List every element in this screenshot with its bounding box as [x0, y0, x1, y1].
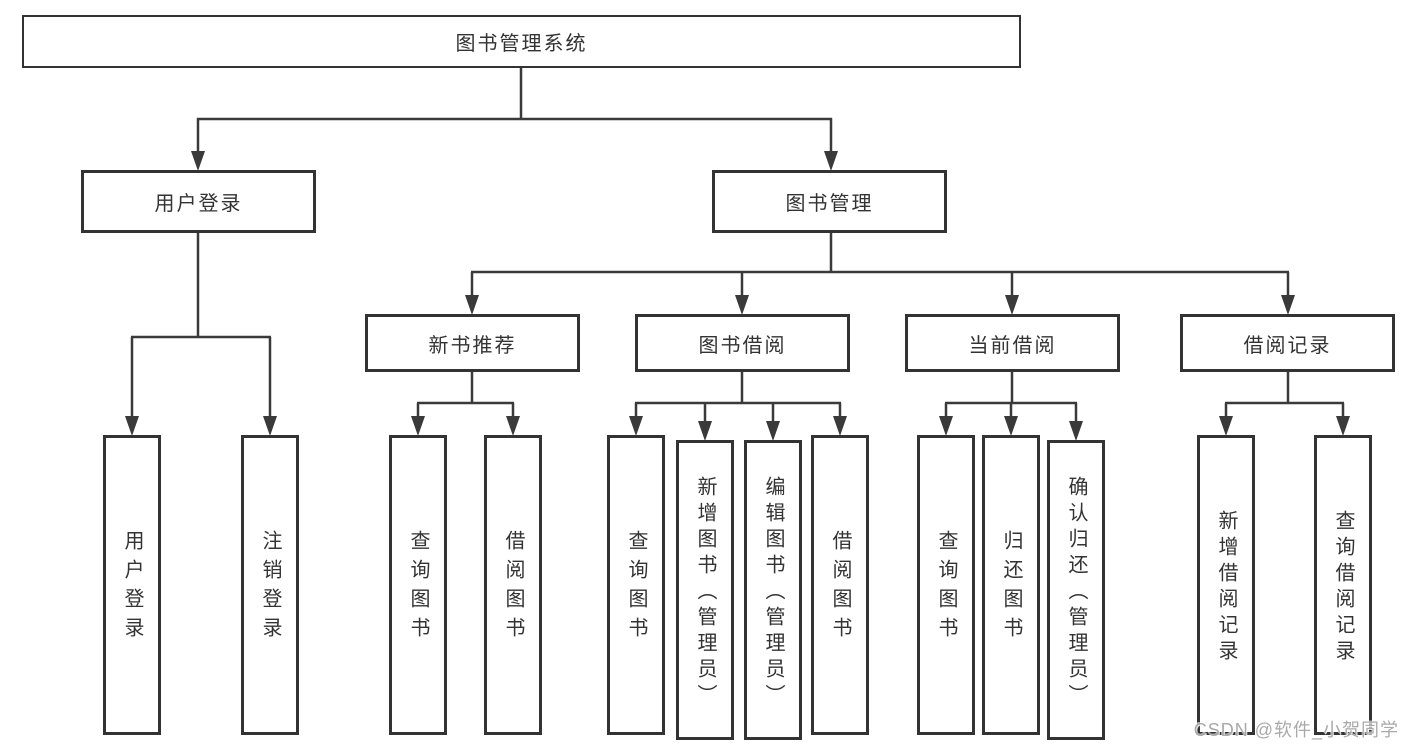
- arrow-head-icon: [1069, 421, 1083, 441]
- leaf-borrow-books-1: 借阅图书: [484, 435, 542, 735]
- leaf-add-borrow-record: 新增借阅记录: [1197, 435, 1255, 735]
- arrow-head-icon: [263, 416, 277, 436]
- node-current-borrow: 当前借阅: [905, 314, 1120, 372]
- leaf-edit-books-admin: 编辑图书（管理员）: [744, 440, 802, 740]
- leaf-borrow-books-2: 借阅图书: [811, 435, 869, 735]
- node-new-book-recommend: 新书推荐: [365, 314, 580, 372]
- csdn-watermark: CSDN @软件_小贺同学: [1193, 720, 1399, 740]
- arrow-head-icon: [698, 421, 712, 441]
- arrow-head-icon: [1219, 416, 1233, 436]
- arrow-head-icon: [1005, 295, 1019, 315]
- connector-lines: [130, 68, 1345, 426]
- leaf-logout: 注销登录: [241, 435, 299, 735]
- arrow-head-icon: [191, 151, 205, 171]
- node-book-borrow: 图书借阅: [635, 314, 850, 372]
- arrow-head-icon: [735, 295, 749, 315]
- arrow-head-icon: [506, 416, 520, 436]
- arrow-head-icon: [411, 416, 425, 436]
- arrow-head-icon: [465, 295, 479, 315]
- leaf-return-books: 归还图书: [982, 435, 1040, 735]
- node-system-root: 图书管理系统: [22, 15, 1021, 68]
- leaf-confirm-return-admin: 确认归还（管理员）: [1047, 440, 1105, 740]
- arrow-head-icon: [1336, 416, 1350, 436]
- arrow-head-icon: [1281, 295, 1295, 315]
- arrow-head-icon: [629, 416, 643, 436]
- leaf-user-login: 用户登录: [103, 435, 161, 735]
- arrow-head-icon: [833, 416, 847, 436]
- leaf-query-books-1: 查询图书: [389, 435, 447, 735]
- arrow-head-icon: [766, 421, 780, 441]
- node-user-login: 用户登录: [81, 170, 316, 233]
- leaf-add-books-admin: 新增图书（管理员）: [676, 440, 734, 740]
- node-borrow-records: 借阅记录: [1180, 314, 1395, 372]
- arrow-head-icon: [125, 416, 139, 436]
- node-book-management: 图书管理: [712, 170, 947, 233]
- arrow-head-icon: [1004, 416, 1018, 436]
- leaf-query-books-2: 查询图书: [607, 435, 665, 735]
- arrow-head-icon: [824, 151, 838, 171]
- leaf-query-borrow-record: 查询借阅记录: [1314, 435, 1372, 735]
- arrow-head-icon: [939, 416, 953, 436]
- arrow-heads: [125, 151, 1350, 441]
- leaf-query-books-3: 查询图书: [917, 435, 975, 735]
